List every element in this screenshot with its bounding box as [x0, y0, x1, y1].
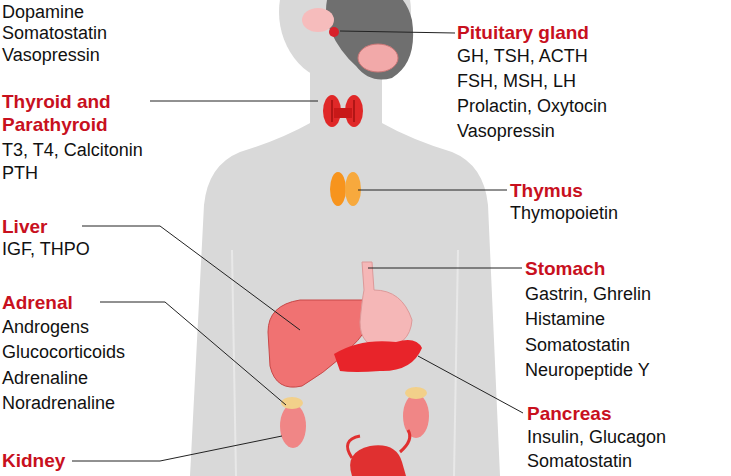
hormone-label: Thymopoietin [510, 202, 618, 225]
organ-name: Thymus [510, 179, 583, 202]
cerebellum [358, 44, 398, 72]
hormone-label: Adrenaline [2, 367, 88, 390]
organ-name: Stomach [525, 257, 605, 280]
hormone-label: Glucocorticoids [2, 341, 125, 364]
thyroid-isthmus [334, 108, 352, 118]
leader-line [150, 101, 318, 102]
leader-lines [72, 31, 523, 461]
uterus [350, 445, 406, 476]
reproductive-organ [348, 430, 410, 476]
hormone-label: T3, T4, Calcitonin [2, 139, 143, 162]
pancreas [334, 340, 422, 372]
leader-line [72, 436, 282, 461]
hypothalamus [302, 8, 334, 32]
leader-line [418, 356, 523, 413]
hormone-label: PTH [2, 162, 38, 185]
hormone-label: Somatostatin [527, 450, 632, 473]
hormone-label: Gastrin, Ghrelin [525, 283, 651, 306]
liver [268, 300, 375, 387]
hormone-label: IGF, THPO [2, 238, 90, 261]
leader-line [100, 302, 286, 405]
thyroid [323, 95, 363, 127]
organ-name: Pancreas [527, 402, 612, 425]
hormone-label: Insulin, Glucagon [527, 426, 666, 449]
brain-shape [326, 0, 413, 80]
hormone-label: Vasopressin [457, 120, 555, 143]
organ-name: Pituitary gland [457, 21, 589, 44]
hormone-label: Somatostatin [2, 22, 107, 45]
hormone-label: Prolactin, Oxytocin [457, 95, 607, 118]
torso [190, 122, 500, 476]
leader-line [340, 31, 455, 33]
hormone-label: Dopamine [2, 1, 84, 24]
fallopian-tube [348, 430, 410, 458]
organ-name: Kidney [2, 449, 65, 472]
leader-line [82, 226, 300, 330]
arm-line [232, 250, 458, 476]
hormone-label: FSH, MSH, LH [457, 70, 576, 93]
leader-line [368, 268, 522, 269]
hormone-label: Neuropeptide Y [525, 359, 650, 382]
thymus [330, 172, 361, 206]
thyroid-detail [332, 100, 354, 122]
organ-name: Adrenal [2, 291, 73, 314]
brain [302, 0, 413, 80]
organ-name: Liver [2, 215, 47, 238]
stomach [360, 262, 412, 348]
hormone-label: Androgens [2, 316, 89, 339]
hormone-label: Noradrenaline [2, 392, 115, 415]
thymus-lobe [330, 172, 346, 206]
leader-line [358, 190, 507, 191]
hormone-label: Somatostatin [525, 334, 630, 357]
pituitary-gland [329, 27, 339, 37]
thymus-lobe [345, 172, 361, 206]
kidney [403, 394, 429, 438]
hormone-label: Vasopressin [2, 44, 100, 67]
organ-name: Thyroid and Parathyroid [2, 90, 132, 136]
adrenal-gland [405, 387, 427, 399]
body-silhouette [190, 0, 500, 476]
hormone-label: Histamine [525, 308, 605, 331]
kidney [280, 404, 306, 448]
hormone-label: GH, TSH, ACTH [457, 45, 588, 68]
